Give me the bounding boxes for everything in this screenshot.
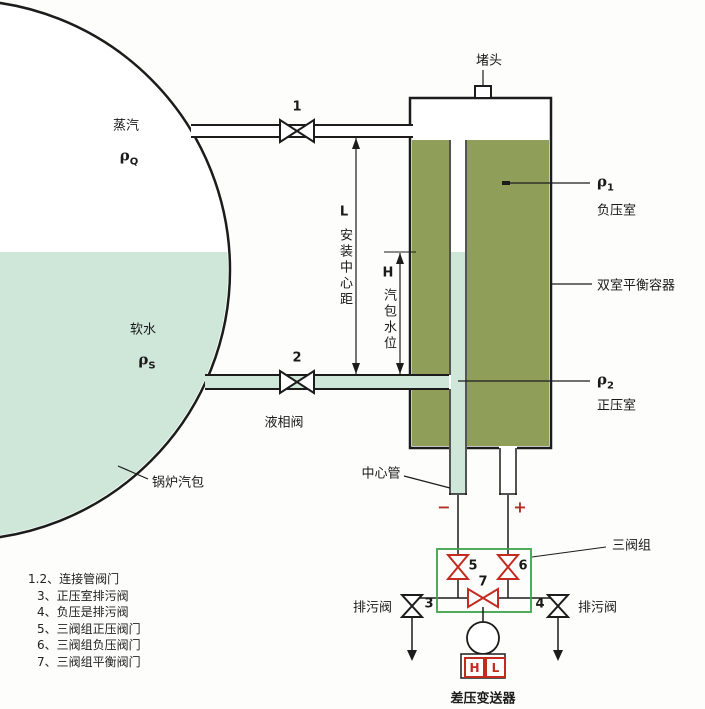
center-tube-water [451, 252, 465, 494]
pos-chamber-label: 正压室 [597, 398, 637, 414]
valve-6-symbol [495, 554, 521, 580]
valve-3-number: 3 [424, 596, 434, 612]
dim-l-letter: L [339, 204, 349, 220]
vessel-liquid [412, 140, 549, 446]
vessel-name-label: 双室平衡容器 [597, 278, 676, 294]
drum-water [0, 252, 228, 538]
valve-1-number: 1 [292, 99, 302, 115]
plus-sign: + [513, 497, 527, 517]
drum-name-label: 锅炉汽包 [152, 475, 205, 491]
valve-1-symbol [279, 118, 315, 144]
valve-3-symbol [399, 594, 425, 618]
rho2-label: ρ2 [597, 370, 614, 392]
center-tube [449, 140, 467, 495]
center-tube-leader [403, 475, 451, 489]
legend-item: 1.2、连接管阀门 [28, 572, 120, 586]
dim-h-text: 汽包水位 [381, 288, 396, 352]
water-density-label: ρS [138, 350, 156, 372]
plug-label: 堵头 [475, 53, 503, 69]
soft-water-label: 软水 [129, 322, 157, 338]
valve-7-symbol [467, 587, 499, 609]
legend-item: 5、三阀组正压阀门 [37, 621, 141, 636]
plus-tube-bore [499, 446, 517, 495]
steam-density-label: ρQ [119, 146, 139, 168]
valve-7-number: 7 [478, 574, 488, 590]
valve-2-number: 2 [292, 350, 302, 366]
legend-item: 6、三阀组负压阀门 [37, 638, 141, 652]
three-valve-group-label: 三阀组 [612, 538, 652, 554]
valve-4-symbol [545, 594, 571, 618]
dim-h-letter: H [382, 265, 394, 281]
transmitter-label: 差压变送器 [450, 691, 516, 707]
valve-4-number: 4 [535, 596, 545, 612]
valve-5-symbol [445, 554, 471, 580]
steam-label: 蒸汽 [112, 118, 140, 134]
neg-chamber-label: 负压室 [597, 203, 637, 219]
liquid-valve-label: 液相阀 [264, 415, 304, 431]
boiler-drum [0, 1, 232, 539]
three-valve-group-box [436, 548, 532, 613]
legend-item: 3、正压室排污阀 [37, 588, 129, 603]
legend-item: 7、三阀组平衡阀门 [37, 654, 141, 669]
dimension-h [384, 251, 416, 374]
dim-l-text: 安装中心距 [337, 228, 352, 308]
plus-side-tube [499, 446, 517, 495]
transmitter-l-port: L [485, 657, 506, 678]
dimension-l [352, 138, 360, 374]
rho1-label: ρ1 [597, 172, 614, 194]
valve-5-number: 5 [468, 558, 478, 574]
legend-item: 4、负压是排污阀 [37, 605, 129, 619]
valve-2-symbol [279, 369, 315, 395]
valve-6-number: 6 [518, 558, 528, 574]
transmitter-h-port: H [464, 657, 485, 678]
drum-name-leader [117, 465, 149, 480]
blowdown-left-label: 排污阀 [352, 600, 392, 616]
blowdown-right-arrow [553, 650, 563, 661]
blowdown-left-arrow [407, 650, 417, 661]
leader-lines [117, 181, 607, 558]
legend: 1.2、连接管阀门 3、正压室排污阀 4、负压是排污阀 5、三阀组正压阀门 6、… [28, 571, 141, 670]
balance-vessel [408, 96, 553, 450]
three-valve-leader [531, 546, 607, 558]
minus-sign: − [437, 497, 451, 517]
plug [474, 70, 492, 99]
water-pipe-bore [205, 375, 450, 389]
blowdown-right-label: 排污阀 [578, 600, 618, 616]
water-pipe [205, 374, 450, 390]
center-tube-label: 中心管 [361, 466, 401, 482]
transmitter-body [466, 621, 500, 655]
